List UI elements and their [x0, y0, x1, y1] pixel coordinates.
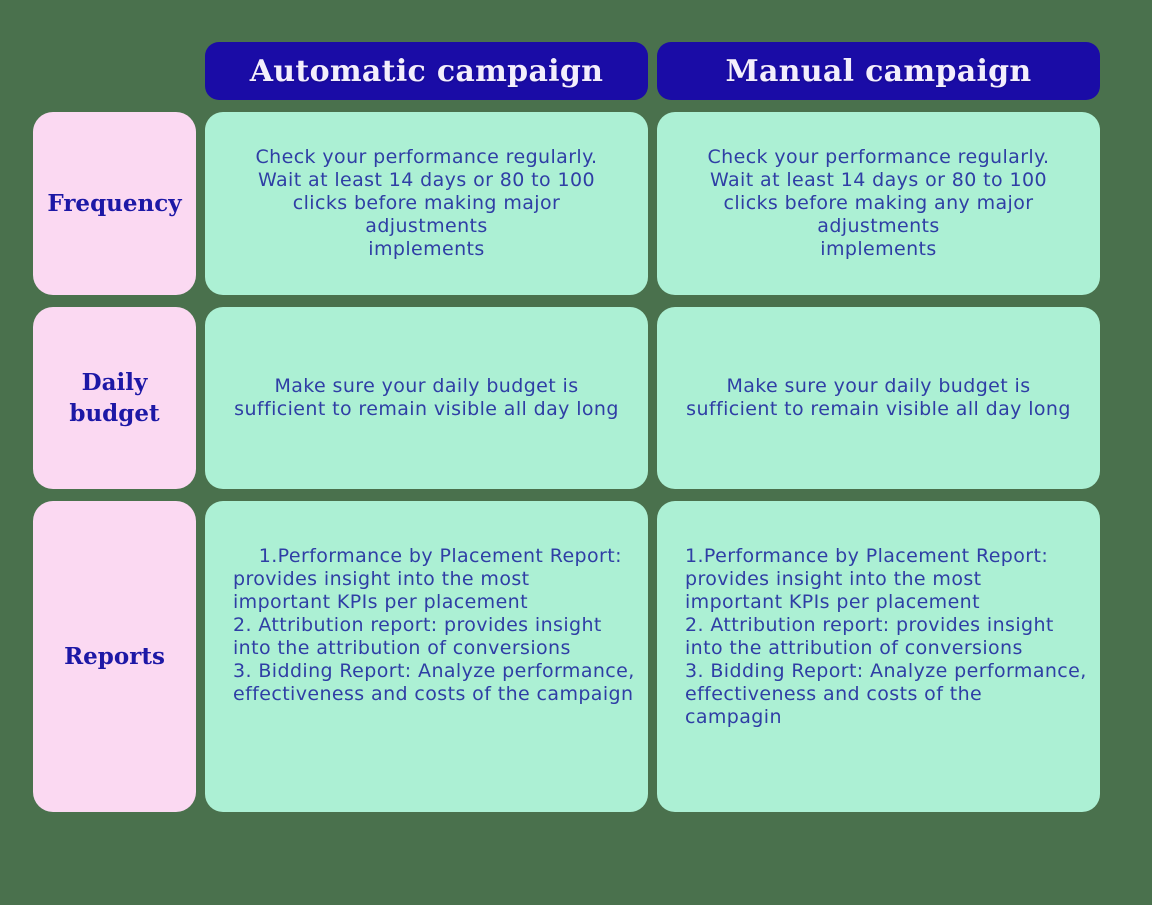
cell-reports-automatic: 1.Performance by Placement Report: provi…: [205, 501, 648, 812]
column-header-manual: Manual campaign: [657, 42, 1100, 100]
row-label-reports: Reports: [33, 501, 196, 812]
cell-reports-manual: 1.Performance by Placement Report: provi…: [657, 501, 1100, 812]
column-header-automatic: Automatic campaign: [205, 42, 648, 100]
campaign-comparison-table: Automatic campaign Manual campaign Frequ…: [33, 42, 1100, 812]
cell-frequency-automatic: Check your performance regularly. Wait a…: [205, 112, 648, 295]
corner-spacer: [33, 42, 196, 100]
cell-daily-budget-manual: Make sure your daily budget is sufficien…: [657, 307, 1100, 489]
cell-frequency-manual: Check your performance regularly. Wait a…: [657, 112, 1100, 295]
cell-daily-budget-automatic: Make sure your daily budget is sufficien…: [205, 307, 648, 489]
row-label-daily-budget: Daily budget: [33, 307, 196, 489]
row-label-frequency: Frequency: [33, 112, 196, 295]
